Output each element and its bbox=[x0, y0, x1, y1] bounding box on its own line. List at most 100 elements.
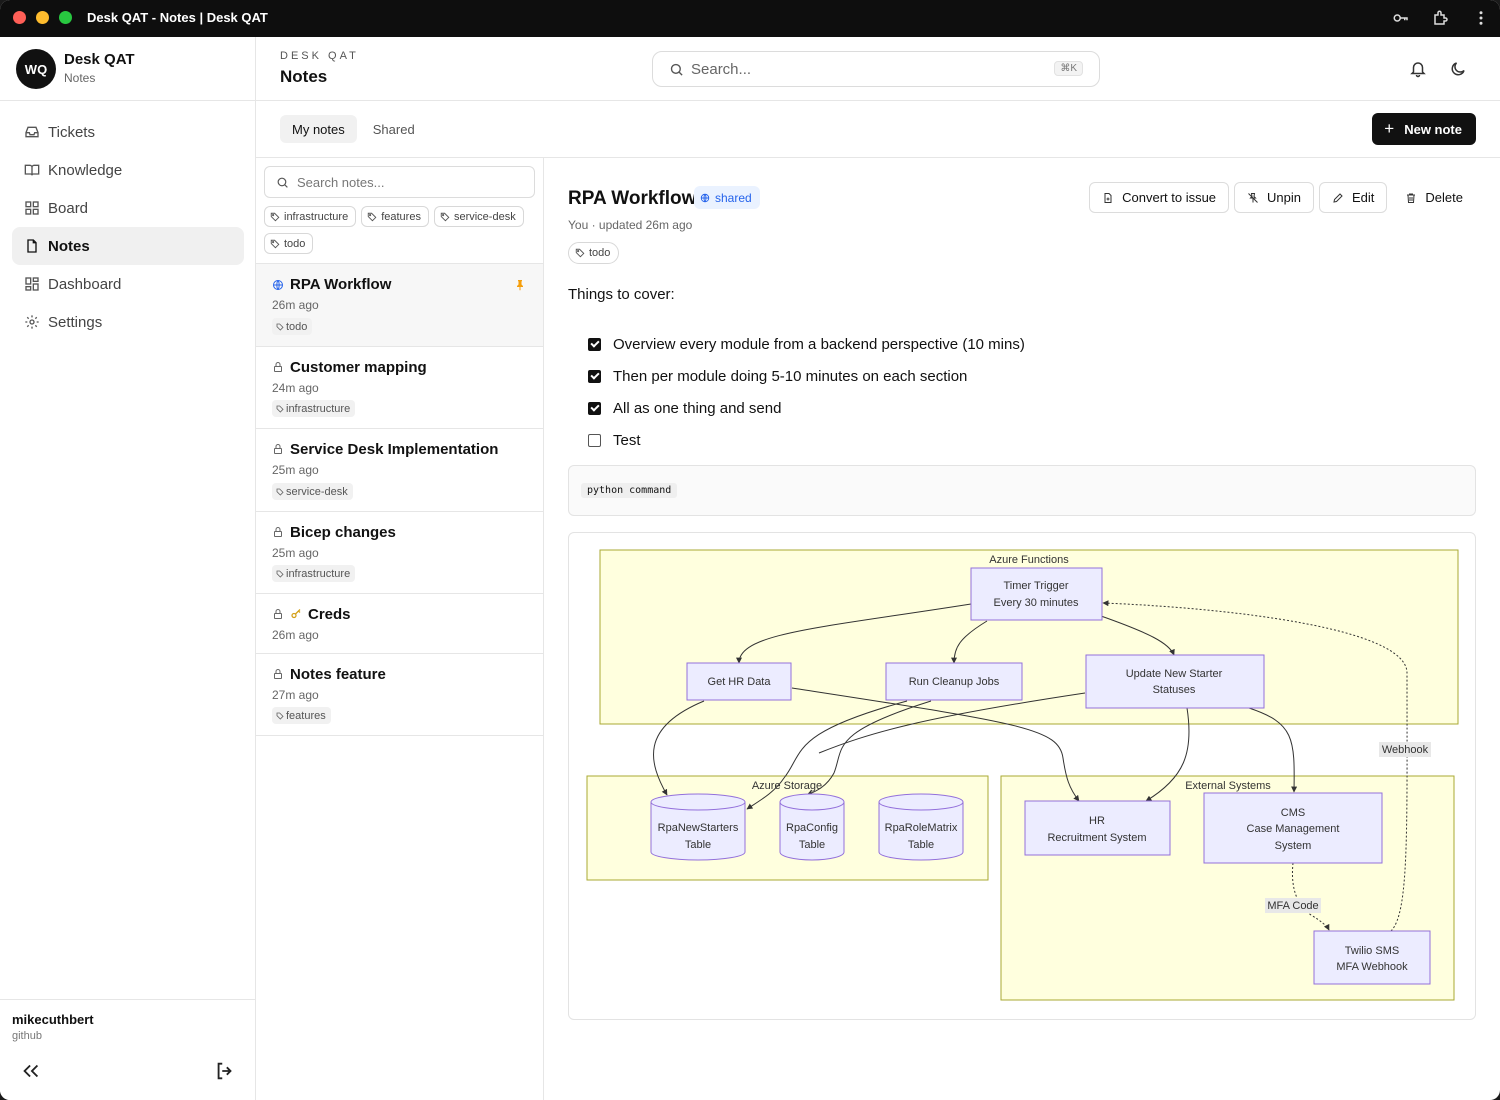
edge-timer-cleanup bbox=[951, 620, 988, 664]
tag-icon bbox=[276, 323, 284, 331]
workspace-subtitle: Notes bbox=[64, 71, 96, 85]
tag-filter-label: todo bbox=[284, 237, 306, 250]
pin-icon[interactable] bbox=[514, 278, 526, 292]
key-icon[interactable] bbox=[1392, 9, 1410, 27]
note-time: 26m ago bbox=[272, 628, 319, 642]
edge-hrdata-starters bbox=[653, 700, 705, 796]
note-title: RPA Workflow bbox=[290, 276, 392, 293]
edge-cleanup-config bbox=[806, 700, 932, 796]
title-bar: Desk QAT - Notes | Desk QAT bbox=[0, 0, 1500, 37]
tag-icon bbox=[270, 239, 280, 248]
tag-icon bbox=[276, 570, 284, 578]
more-vertical-icon[interactable] bbox=[1472, 9, 1490, 27]
globe-icon bbox=[700, 193, 710, 202]
sidebar-item-dashboard[interactable]: Dashboard bbox=[12, 265, 244, 303]
tag-filter-features[interactable]: features bbox=[361, 206, 429, 227]
tab-shared[interactable]: Shared bbox=[372, 121, 415, 137]
logout-icon[interactable] bbox=[214, 1060, 236, 1082]
bell-icon[interactable] bbox=[1409, 60, 1427, 78]
list-item[interactable]: Customer mapping 24m ago infrastructure bbox=[256, 347, 543, 429]
checklist-item-text: Then per module doing 5-10 minutes on ea… bbox=[613, 367, 968, 385]
node-label: Timer Trigger bbox=[1004, 580, 1069, 592]
list-item[interactable]: Service Desk Implementation 25m ago serv… bbox=[256, 429, 543, 512]
tag-filter-service-desk[interactable]: service-desk bbox=[433, 206, 524, 227]
cluster-label: Azure Functions bbox=[989, 554, 1069, 566]
user-name: mikecuthbert bbox=[12, 1012, 94, 1027]
checkbox-unchecked[interactable] bbox=[588, 433, 601, 447]
search-input[interactable] bbox=[691, 58, 1031, 80]
list-item[interactable]: Bicep changes 25m ago infrastructure bbox=[256, 512, 543, 594]
note-title: Service Desk Implementation bbox=[290, 441, 499, 458]
unpin-label: Unpin bbox=[1267, 190, 1302, 205]
new-note-button[interactable]: + New note bbox=[1372, 113, 1476, 145]
checklist-item-text: Test bbox=[613, 431, 641, 449]
notes-search-input[interactable] bbox=[297, 173, 517, 191]
tag-filter-todo[interactable]: todo bbox=[264, 233, 314, 254]
delete-label: Delete bbox=[1425, 190, 1463, 205]
dashboard-icon bbox=[25, 277, 39, 291]
sidebar-item-tickets[interactable]: Tickets bbox=[12, 113, 244, 151]
tag-icon bbox=[276, 405, 284, 413]
user-panel: mikecuthbert github bbox=[0, 999, 255, 1100]
delete-button[interactable]: Delete bbox=[1392, 182, 1476, 213]
extension-icon[interactable] bbox=[1432, 9, 1450, 27]
sidebar-item-notes[interactable]: Notes bbox=[12, 227, 244, 265]
workspace-avatar[interactable]: WQ bbox=[16, 49, 56, 89]
moon-icon[interactable] bbox=[1449, 60, 1467, 78]
convert-to-issue-button[interactable]: Convert to issue bbox=[1089, 182, 1230, 213]
board-grid-icon bbox=[25, 201, 39, 215]
inline-code: python command bbox=[581, 483, 678, 498]
sidebar-item-label: Settings bbox=[48, 313, 103, 331]
sidebar-item-board[interactable]: Board bbox=[12, 189, 244, 227]
tag-icon bbox=[276, 488, 284, 496]
trash-icon bbox=[1407, 193, 1416, 203]
note-time: 25m ago bbox=[272, 463, 319, 477]
pin-off-icon bbox=[1248, 192, 1258, 203]
list-item[interactable]: RPA Workflow 26m ago todo bbox=[256, 264, 543, 347]
diagram-canvas: Azure Functions Azure Storage External S… bbox=[586, 549, 1459, 1001]
tag-filter-label: features bbox=[381, 210, 421, 223]
page-eyebrow: DESK QAT bbox=[280, 50, 359, 62]
close-window-button[interactable] bbox=[13, 11, 26, 24]
minimize-window-button[interactable] bbox=[36, 11, 49, 24]
checklist-item: Overview every module from a backend per… bbox=[588, 328, 1025, 360]
checkbox-checked[interactable] bbox=[588, 337, 601, 351]
checklist-item: All as one thing and send bbox=[588, 392, 1025, 424]
unpin-button[interactable]: Unpin bbox=[1234, 182, 1315, 213]
node-label: Table bbox=[685, 839, 711, 851]
list-item[interactable]: Creds 26m ago bbox=[256, 594, 543, 654]
notes-toolbar: My notes Shared + New note bbox=[256, 101, 1500, 158]
checkbox-checked[interactable] bbox=[588, 369, 601, 383]
node-label: Recruitment System bbox=[1047, 832, 1146, 844]
sidebar-item-settings[interactable]: Settings bbox=[12, 303, 244, 341]
shared-badge-label: shared bbox=[715, 190, 752, 205]
sidebar-item-knowledge[interactable]: Knowledge bbox=[12, 151, 244, 189]
maximize-window-button[interactable] bbox=[59, 11, 72, 24]
note-tag: infrastructure bbox=[272, 400, 356, 417]
note-intro: Things to cover: bbox=[568, 286, 675, 303]
tab-my-notes[interactable]: My notes bbox=[280, 115, 357, 143]
collapse-sidebar-icon[interactable] bbox=[20, 1060, 42, 1082]
tag-filter-infrastructure[interactable]: infrastructure bbox=[264, 206, 357, 227]
global-search[interactable]: ⌘K bbox=[652, 51, 1100, 87]
note-detail-tag[interactable]: todo bbox=[568, 242, 620, 264]
code-block: python command bbox=[568, 465, 1476, 516]
node-update-statuses bbox=[1085, 654, 1265, 709]
edge-hrdata-hrsystem bbox=[791, 687, 1080, 802]
note-tag: features bbox=[272, 707, 331, 724]
book-icon bbox=[24, 164, 40, 176]
tag-icon bbox=[276, 712, 284, 720]
search-icon bbox=[670, 63, 683, 76]
list-item[interactable]: Notes feature 27m ago features bbox=[256, 654, 543, 736]
notes-search[interactable] bbox=[264, 166, 535, 198]
note-tag: todo bbox=[272, 318, 313, 335]
shared-badge: shared bbox=[694, 186, 760, 209]
checkbox-checked[interactable] bbox=[588, 401, 601, 415]
node-label: Run Cleanup Jobs bbox=[909, 676, 1000, 688]
note-detail: RPA Workflow shared You · updated 26m ag… bbox=[544, 158, 1500, 1100]
lock-icon bbox=[274, 669, 282, 679]
node-label: RpaRoleMatrix bbox=[885, 822, 958, 834]
edge-label-webhook: Webhook bbox=[1382, 744, 1429, 756]
edit-button[interactable]: Edit bbox=[1319, 182, 1388, 213]
convert-label: Convert to issue bbox=[1122, 190, 1217, 205]
